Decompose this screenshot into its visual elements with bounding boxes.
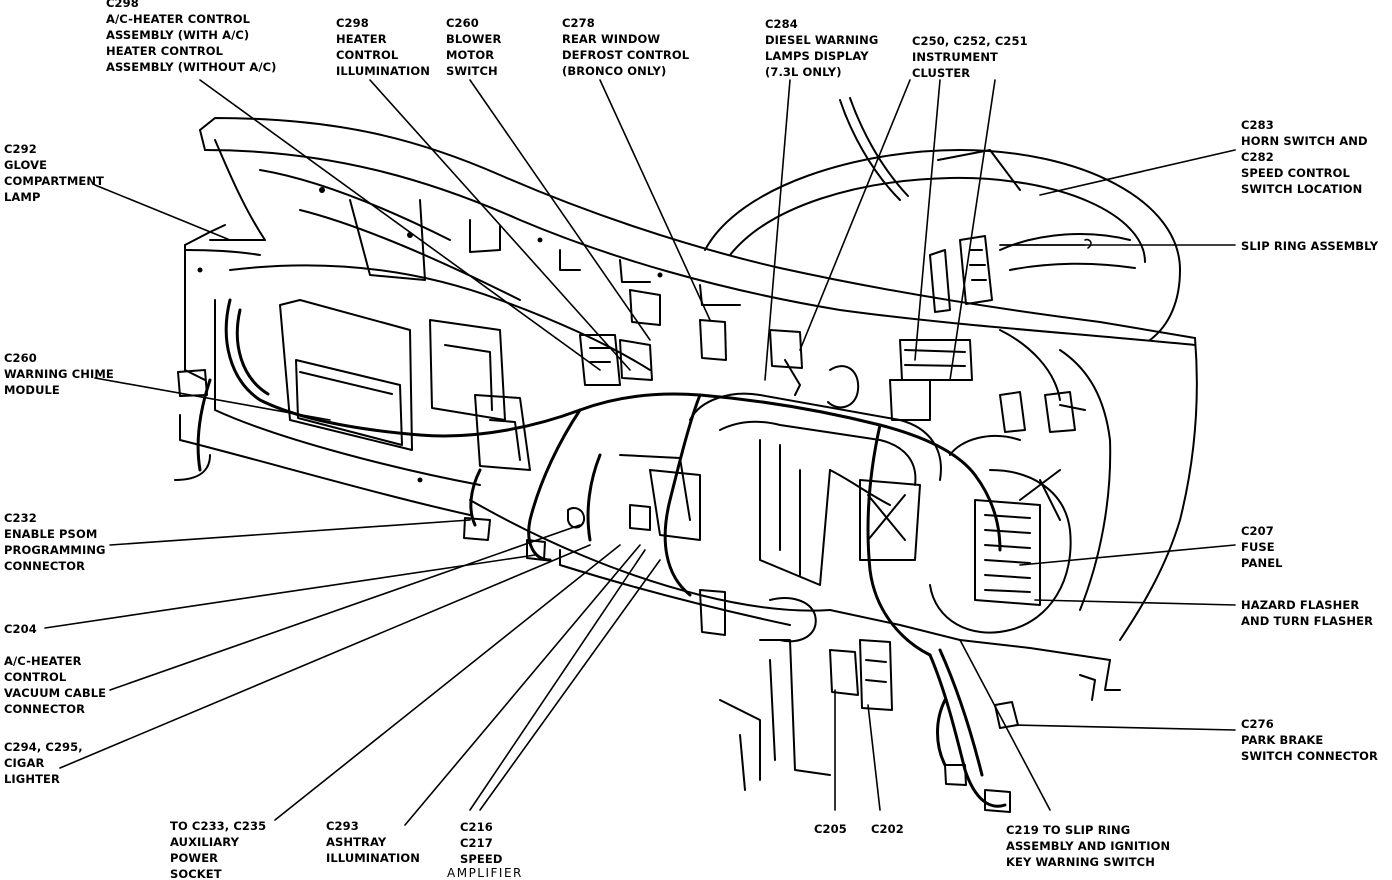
leader-lines bbox=[44, 79, 1236, 826]
callout-hazard-flasher: HAZARD FLASHER AND TURN FLASHER bbox=[1241, 598, 1374, 628]
steering-wheel bbox=[704, 97, 1181, 341]
callout-c216-speed-amplifier: C216 C217 SPEED bbox=[460, 820, 503, 866]
callout-c207-fuse-panel: C207 FUSE PANEL bbox=[1241, 524, 1283, 570]
callout-c294-cigar-lighter: C294, C295, CIGAR LIGHTER bbox=[4, 740, 83, 786]
dash-left-end bbox=[174, 139, 651, 516]
callout-c298-ac-heater-control: C298 A/C-HEATER CONTROL ASSEMBLY (WITH A… bbox=[106, 0, 277, 74]
center-duct bbox=[619, 392, 942, 586]
callout-c260-blower-motor-switch: C260 BLOWER MOTOR SWITCH bbox=[446, 16, 502, 78]
dash-right-end bbox=[999, 329, 1198, 641]
callout-c250-instrument-cluster: C250, C252, C251 INSTRUMENT CLUSTER bbox=[912, 34, 1028, 80]
harness-connectors bbox=[177, 369, 1019, 813]
callout-vacuum-cable-connector: A/C-HEATER CONTROL VACUUM CABLE CONNECTO… bbox=[4, 654, 107, 716]
callout-amplifier-label: AMPLIFIER bbox=[447, 866, 523, 880]
screw-dots bbox=[197, 187, 663, 483]
callout-c284-diesel-warning: C284 DIESEL WARNING LAMPS DISPLAY (7.3L … bbox=[765, 17, 879, 79]
callout-c232-psom-connector: C232 ENABLE PSOM PROGRAMMING CONNECTOR bbox=[4, 511, 106, 573]
lower-connectors bbox=[699, 589, 893, 791]
fuse-panel-shape bbox=[929, 434, 1072, 634]
callout-c260-warning-chime: C260 WARNING CHIME MODULE bbox=[4, 351, 114, 397]
callout-c219-slip-ring: C219 TO SLIP RING ASSEMBLY AND IGNITION … bbox=[1006, 823, 1171, 869]
warning-chime-module-shape bbox=[279, 299, 531, 471]
callout-c233-power-socket: TO C233, C235 AUXILIARY POWER SOCKET bbox=[170, 819, 267, 880]
callout-c276-park-brake: C276 PARK BRAKE SWITCH CONNECTOR bbox=[1241, 717, 1378, 763]
callout-c205: C205 bbox=[814, 822, 847, 836]
callout-c204: C204 bbox=[4, 622, 37, 636]
callout-slip-ring-assembly: SLIP RING ASSEMBLY bbox=[1241, 239, 1379, 253]
dash-upper-panel bbox=[199, 117, 1196, 346]
callout-c202: C202 bbox=[871, 822, 904, 836]
upper-connectors bbox=[579, 289, 1086, 433]
callout-c292-glove-lamp: C292 GLOVE COMPARTMENT LAMP bbox=[4, 142, 104, 204]
callout-c283-horn-switch: C283 HORN SWITCH AND C282 SPEED CONTROL … bbox=[1241, 118, 1368, 196]
cluster-connectors bbox=[889, 235, 993, 421]
callout-c293-ashtray: C293 ASHTRAY ILLUMINATION bbox=[326, 819, 420, 865]
wiring-harness bbox=[196, 298, 1007, 808]
callout-c298-heater-illumination: C298 HEATER CONTROL ILLUMINATION bbox=[336, 16, 430, 78]
callout-c278-rear-window-defrost: C278 REAR WINDOW DEFROST CONTROL (BRONCO… bbox=[562, 16, 690, 78]
